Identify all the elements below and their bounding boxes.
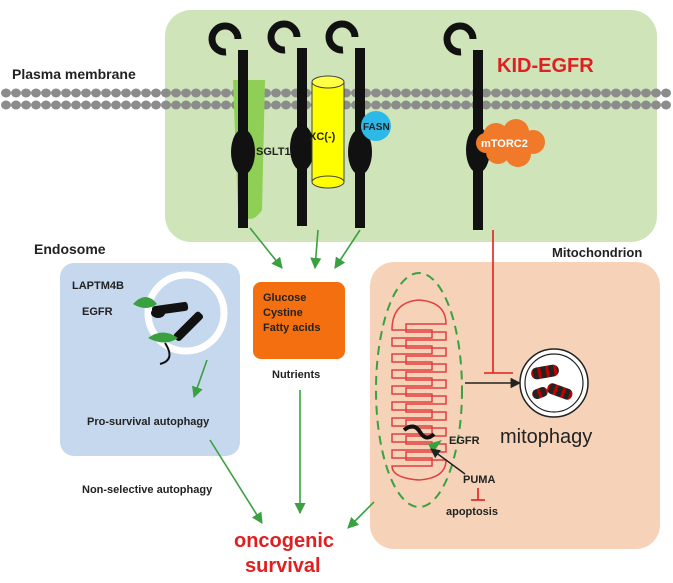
egfr-receptor-sglt1 (208, 22, 255, 228)
mito-egfr-label: EGFR (449, 435, 480, 447)
arrow-endosome-survival (209, 439, 263, 524)
mitochondrion-region (370, 262, 660, 549)
plasma-membrane-region (165, 10, 657, 242)
fasn-enzyme (361, 111, 391, 141)
mitophagy-label: mitophagy (500, 426, 592, 448)
autophagosome (519, 348, 589, 418)
egfr-receptor-xc (267, 20, 314, 226)
arrow-sglt1-nutrients (249, 227, 283, 269)
nutrients-box (253, 282, 345, 359)
apoptosis-label: apoptosis (446, 506, 498, 518)
mtorc2-cloud (476, 119, 545, 167)
endosome-egfr-label: EGFR (82, 306, 113, 318)
endosome-autophagy-arrow (192, 359, 208, 399)
nutrient-cystine: Cystine (263, 307, 303, 319)
oncogenic-line2: survival (245, 555, 321, 577)
endosome-label: Endosome (34, 241, 106, 257)
fasn-label: FASN (363, 122, 390, 133)
egfr-receptor-fasn (325, 20, 372, 228)
mitochondrion-outline (375, 272, 463, 508)
xc-transporter (311, 75, 345, 189)
endosome-region (60, 263, 240, 456)
pro-survival-label: Pro-survival autophagy (87, 416, 210, 428)
arrow-fasn-nutrients (334, 229, 361, 269)
laptm4b-label: LAPTM4B (72, 280, 124, 292)
arrow-xc-nutrients (310, 229, 322, 270)
non-selective-label: Non-selective autophagy (82, 484, 213, 496)
kid-egfr-label: KID-EGFR (497, 55, 594, 77)
endosome-vesicle (144, 271, 228, 355)
sglt1-label: SGLT1 (256, 146, 291, 158)
puma-label: PUMA (463, 474, 495, 486)
nutrients-label: Nutrients (272, 369, 320, 381)
nutrient-glucose: Glucose (263, 292, 306, 304)
mitochondrion-label: Mitochondrion (552, 245, 642, 260)
plasma-membrane-label: Plasma membrane (12, 66, 136, 82)
mitochondrion-cristae (391, 299, 447, 481)
puma-arrow (430, 448, 466, 475)
mtorc2-label: mTORC2 (481, 138, 528, 150)
mtorc2-inhibition (484, 230, 513, 374)
lipid-bilayer (1, 88, 671, 110)
oncogenic-line1: oncogenic (234, 530, 334, 552)
arrow-mito-survival (347, 501, 375, 529)
apoptosis-inhibition (471, 488, 485, 501)
nutrient-fatty-acids: Fatty acids (263, 322, 320, 334)
xc-label: XC(-) (309, 131, 336, 143)
endosomal-egfr-complex (133, 297, 204, 365)
